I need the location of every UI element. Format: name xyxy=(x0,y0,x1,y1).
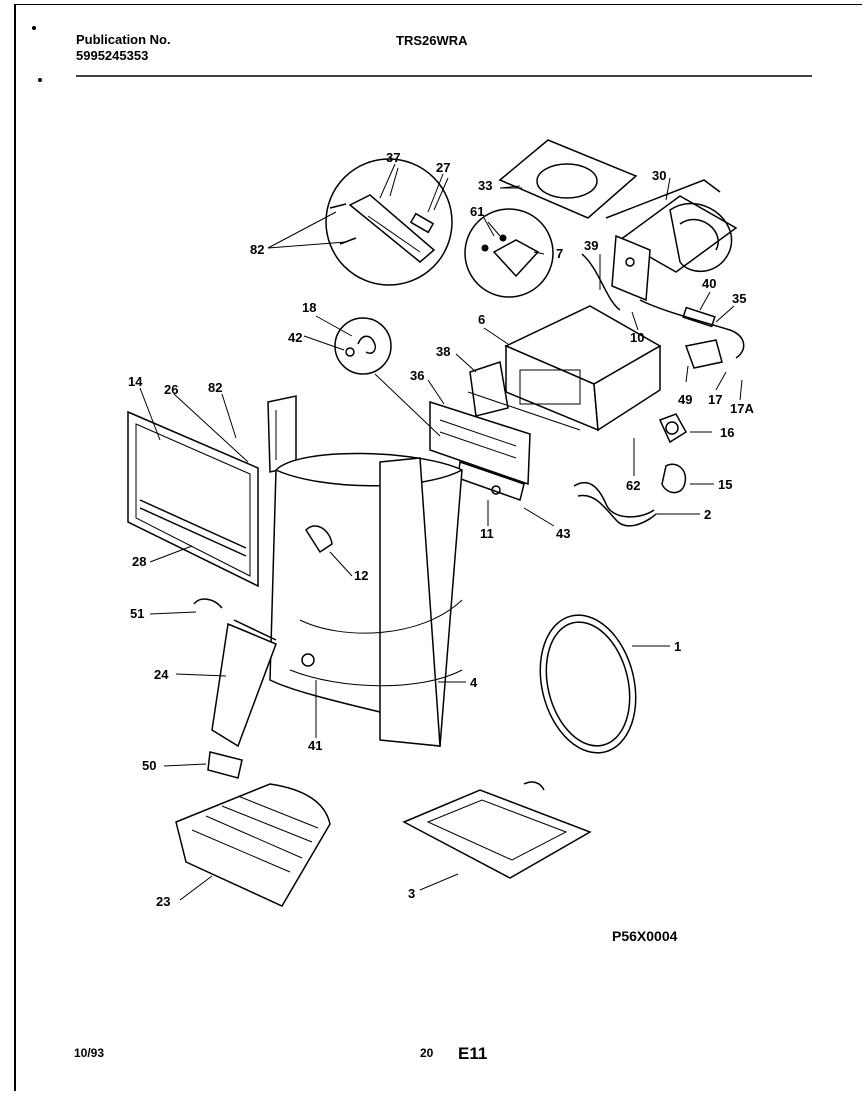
publication-label: Publication No. xyxy=(76,32,171,47)
callout-33: 33 xyxy=(478,178,492,193)
part-40-35-connector xyxy=(639,299,745,369)
callout-49: 49 xyxy=(678,392,692,407)
callout-4: 4 xyxy=(470,675,478,690)
callout-39: 39 xyxy=(584,238,598,253)
callout-7: 7 xyxy=(556,246,563,261)
detail-circle-switch xyxy=(464,208,554,298)
leader-lines xyxy=(139,167,743,901)
callout-82-mid: 82 xyxy=(208,380,222,395)
part-6-housing xyxy=(467,305,662,432)
callout-51: 51 xyxy=(130,606,144,621)
callout-3: 3 xyxy=(408,886,415,901)
callout-62: 62 xyxy=(626,478,640,493)
callout-28: 28 xyxy=(132,554,146,569)
diagram-code: P56X0004 xyxy=(612,928,678,944)
callout-41: 41 xyxy=(308,738,322,753)
scan-dot xyxy=(32,26,36,30)
scan-dot xyxy=(38,78,42,82)
callout-1: 1 xyxy=(674,639,681,654)
page-border xyxy=(14,4,862,1091)
callout-17a: 17A xyxy=(730,401,754,416)
callout-23: 23 xyxy=(156,894,170,909)
part-24-chute xyxy=(211,619,277,748)
part-51-spring xyxy=(193,598,223,609)
part-14-control-panel xyxy=(127,410,259,588)
part-41-stud xyxy=(301,653,315,667)
part-1-gasket xyxy=(539,614,637,754)
callout-2: 2 xyxy=(704,507,711,522)
callout-11: 11 xyxy=(480,526,494,541)
callout-35: 35 xyxy=(732,291,746,306)
callout-30: 30 xyxy=(652,168,666,183)
part-4-liner xyxy=(269,452,463,747)
callout-24: 24 xyxy=(154,667,169,682)
part-2-harness xyxy=(573,481,657,527)
callout-38: 38 xyxy=(436,344,450,359)
callout-18: 18 xyxy=(302,300,316,315)
detail-circle-bracket xyxy=(267,158,453,286)
callout-82-top: 82 xyxy=(250,242,264,257)
footer-date: 10/93 xyxy=(74,1046,105,1060)
callout-15: 15 xyxy=(718,477,732,492)
callout-27: 27 xyxy=(436,160,450,175)
callout-16: 16 xyxy=(720,425,734,440)
part-30-frame xyxy=(581,179,738,311)
callout-17: 17 xyxy=(708,392,722,407)
part-16-socket xyxy=(658,413,688,444)
callout-37: 37 xyxy=(386,150,400,165)
part-23-drip-tray xyxy=(175,783,331,907)
footer-page: 20 xyxy=(420,1046,434,1060)
callout-42: 42 xyxy=(288,330,302,345)
callout-40: 40 xyxy=(702,276,716,291)
callout-6: 6 xyxy=(478,312,485,327)
part-33-plate xyxy=(498,139,638,219)
callout-26: 26 xyxy=(164,382,178,397)
model-number: TRS26WRA xyxy=(396,33,468,48)
part-36-panel xyxy=(429,400,531,486)
callout-36: 36 xyxy=(410,368,424,383)
detail-circle-spring xyxy=(334,317,441,437)
callout-61: 61 xyxy=(470,204,484,219)
part-15-bulb xyxy=(661,463,687,494)
part-12-clip xyxy=(305,525,333,554)
part-50-insert xyxy=(207,751,243,779)
part-3-heater xyxy=(402,781,592,879)
publication-number: 5995245353 xyxy=(76,48,149,63)
callout-12: 12 xyxy=(354,568,368,583)
callout-43: 43 xyxy=(556,526,570,541)
footer-section: E11 xyxy=(458,1044,488,1063)
callout-10: 10 xyxy=(630,330,644,345)
callout-50: 50 xyxy=(142,758,156,773)
callout-14: 14 xyxy=(128,374,143,389)
